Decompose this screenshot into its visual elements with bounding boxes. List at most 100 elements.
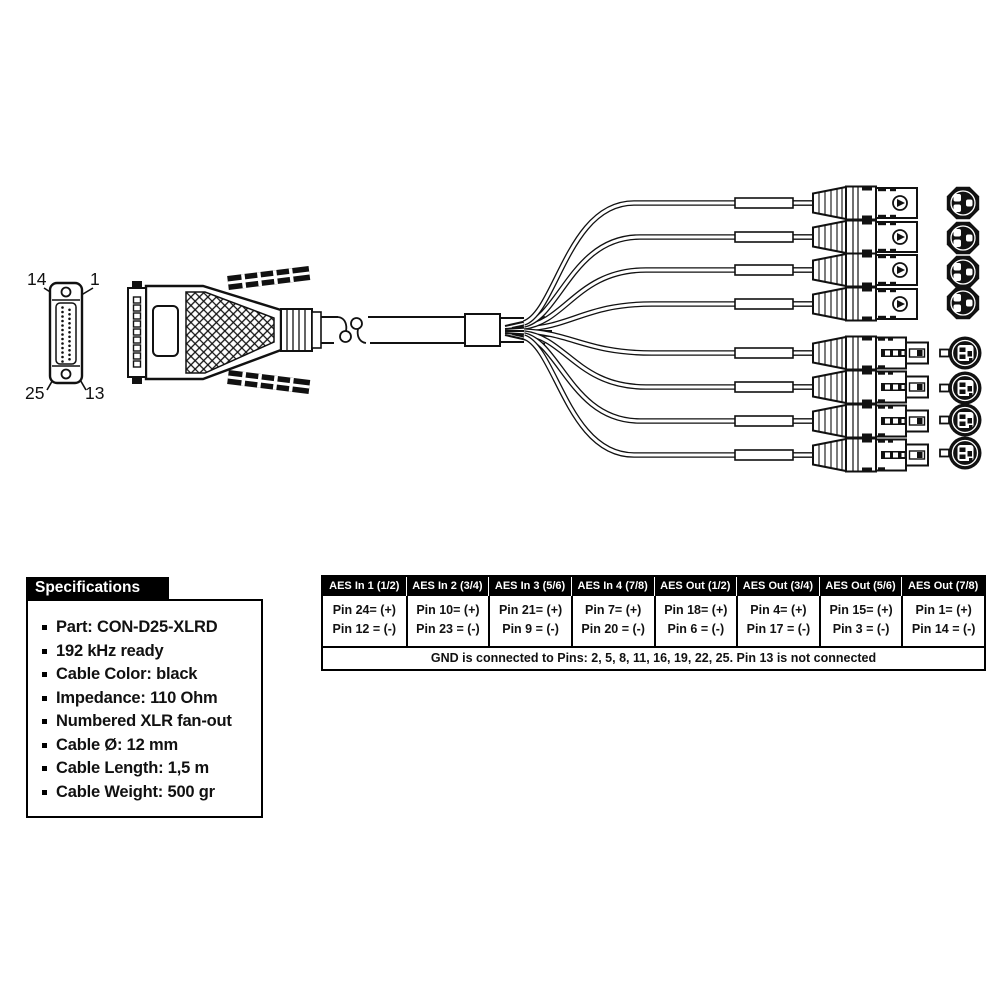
pin-plus: Pin 1= (+) bbox=[915, 603, 972, 617]
column-header: AES In 2 (3/4) bbox=[405, 577, 489, 596]
xlr-female-connector-4 bbox=[735, 439, 928, 472]
wire-fanout bbox=[504, 200, 740, 458]
wire-3 bbox=[523, 267, 740, 330]
pinout-table-body-row: Pin 24= (+) Pin 12 = (-) Pin 10= (+) Pin 2… bbox=[323, 596, 984, 646]
pin-minus: Pin 3 = (-) bbox=[832, 622, 890, 636]
bullet-square-icon bbox=[42, 695, 47, 701]
bullet-square-icon bbox=[42, 625, 47, 631]
wire-6 bbox=[523, 330, 740, 390]
column-header: AES In 1 (1/2) bbox=[329, 580, 400, 592]
spec-item-color: Cable Color: black bbox=[42, 663, 255, 687]
pinout-table-header-row: AES In 1 (1/2) AES In 2 (3/4) AES In 3 (… bbox=[323, 577, 984, 596]
bullet-square-icon bbox=[42, 742, 47, 748]
pin-minus: Pin 9 = (-) bbox=[502, 622, 559, 636]
pin-plus: Pin 4= (+) bbox=[750, 603, 807, 617]
xlr-male-connector-2 bbox=[735, 221, 917, 254]
cable-diagram: 14 1 25 13 bbox=[25, 0, 983, 520]
wire-2 bbox=[523, 234, 740, 328]
d25-shell-window bbox=[152, 305, 179, 357]
xlr-female-connector-3 bbox=[735, 405, 928, 438]
pin-plus: Pin 7= (+) bbox=[585, 603, 642, 617]
d25-side-pins bbox=[132, 296, 142, 368]
xlr-female-face-icon-3 bbox=[946, 255, 980, 289]
bullet-square-icon bbox=[42, 719, 47, 725]
column-header: AES Out (5/6) bbox=[818, 577, 902, 596]
spec-item-diameter: Cable Ø: 12 mm bbox=[42, 734, 255, 758]
spec-item-label: 192 kHz ready bbox=[56, 641, 164, 660]
pin-plus: Pin 24= (+) bbox=[332, 603, 396, 617]
spec-item-impedance: Impedance: 110 Ohm bbox=[42, 687, 255, 711]
d25-thumbscrew-top bbox=[227, 266, 311, 290]
pin-plus: Pin 10= (+) bbox=[416, 603, 480, 617]
pinout-table: AES In 1 (1/2) AES In 2 (3/4) AES In 3 (… bbox=[321, 575, 986, 671]
xlr-female-connector-1 bbox=[735, 337, 928, 370]
d25-front-view: 14 1 25 13 bbox=[25, 269, 104, 403]
pin-plus: Pin 15= (+) bbox=[829, 603, 893, 617]
d25-pin-dots bbox=[61, 306, 71, 363]
xlr-male-connector-3 bbox=[735, 254, 917, 287]
column-header: AES Out (3/4) bbox=[736, 577, 819, 596]
xlr-male-connector-4 bbox=[735, 288, 917, 321]
bullet-square-icon bbox=[42, 789, 47, 795]
spec-item-weight: Cable Weight: 500 gr bbox=[42, 781, 255, 805]
pin-plus: Pin 18= (+) bbox=[664, 603, 728, 617]
spec-item-label: Numbered XLR fan-out bbox=[56, 712, 232, 730]
spec-item-label: Cable Color: black bbox=[56, 665, 198, 683]
d25-screw-hole-top bbox=[60, 286, 72, 298]
pin-cell: Pin 4= (+) Pin 17 = (-) bbox=[736, 596, 819, 646]
specifications-box: Specifications Part: CON-D25-XLRD 192 kH… bbox=[26, 577, 263, 818]
column-header: AES Out (1/2) bbox=[653, 577, 737, 596]
spec-item-label: Cable Length: 1,5 m bbox=[56, 759, 209, 777]
d25-screw-hole-bottom bbox=[60, 368, 72, 380]
d25-pin-label-14: 14 bbox=[27, 269, 47, 289]
bullet-square-icon bbox=[42, 648, 47, 654]
xlr-male-face-icon-4 bbox=[939, 435, 983, 471]
pin-plus: Pin 21= (+) bbox=[498, 603, 563, 617]
specifications-title: Specifications bbox=[26, 577, 169, 599]
pin-cell: Pin 24= (+) Pin 12 = (-) bbox=[323, 596, 406, 646]
spec-item-label: Cable Weight: 500 gr bbox=[56, 782, 215, 801]
wire-8 bbox=[522, 334, 740, 458]
pin-cell: Pin 15= (+) Pin 3 = (-) bbox=[818, 596, 902, 646]
spec-item-length: Cable Length: 1,5 m bbox=[42, 757, 255, 781]
spec-item-label: Cable Ø: 12 mm bbox=[56, 735, 178, 754]
xlr-male-face-icon-1 bbox=[939, 335, 983, 371]
d25-pin-label-25: 25 bbox=[25, 383, 44, 403]
spec-item-label: Part: CON-D25-XLRD bbox=[56, 618, 218, 636]
pin-cell: Pin 21= (+) Pin 9 = (-) bbox=[488, 596, 571, 646]
spec-item-khz: 192 kHz ready bbox=[42, 640, 255, 664]
xlr-female-face-icon-2 bbox=[946, 221, 980, 255]
xlr-male-face-icon-3 bbox=[939, 402, 983, 438]
d25-side-view bbox=[127, 266, 322, 394]
pin-minus: Pin 6 = (-) bbox=[667, 622, 725, 636]
d25-pin-label-1: 1 bbox=[90, 269, 100, 289]
d25-thumbscrew-bottom bbox=[227, 370, 311, 394]
pinout-table-gnd-note: GND is connected to Pins: 2, 5, 8, 11, 1… bbox=[323, 646, 984, 669]
cable-sleeve bbox=[464, 313, 501, 347]
d25-pin-label-13: 13 bbox=[85, 383, 104, 403]
cable-jacket bbox=[321, 313, 524, 347]
pin-minus: Pin 20 = (-) bbox=[581, 622, 645, 636]
xlr-female-face-icon-4 bbox=[946, 286, 980, 320]
pin-minus: Pin 17 = (-) bbox=[746, 622, 811, 636]
xlr-female-connector-2 bbox=[735, 371, 928, 404]
bullet-square-icon bbox=[42, 672, 47, 678]
pin-cell: Pin 18= (+) Pin 6 = (-) bbox=[653, 596, 737, 646]
pin-minus: Pin 12 = (-) bbox=[332, 622, 397, 636]
pin-minus: Pin 23 = (-) bbox=[416, 622, 480, 636]
xlr-male-connector-1 bbox=[735, 187, 917, 220]
specifications-list: Part: CON-D25-XLRD 192 kHz ready Cable C… bbox=[26, 599, 263, 818]
xlr-female-face-icon-1 bbox=[946, 186, 980, 220]
d25-strain-relief bbox=[280, 308, 313, 352]
pin-minus: Pin 14 = (-) bbox=[911, 622, 976, 636]
spec-item-fanout: Numbered XLR fan-out bbox=[42, 710, 255, 734]
cable-break-icon bbox=[337, 316, 367, 344]
wire-5 bbox=[523, 328, 740, 356]
column-header: AES In 3 (5/6) bbox=[488, 577, 571, 596]
pin-cell: Pin 10= (+) Pin 23 = (-) bbox=[405, 596, 489, 646]
wire-4 bbox=[523, 301, 740, 332]
xlr-male-face-icon-2 bbox=[939, 370, 983, 406]
spec-item-label: Impedance: 110 Ohm bbox=[56, 688, 218, 707]
d25-grip-hatch bbox=[185, 291, 275, 374]
pin-cell: Pin 1= (+) Pin 14 = (-) bbox=[901, 596, 984, 646]
